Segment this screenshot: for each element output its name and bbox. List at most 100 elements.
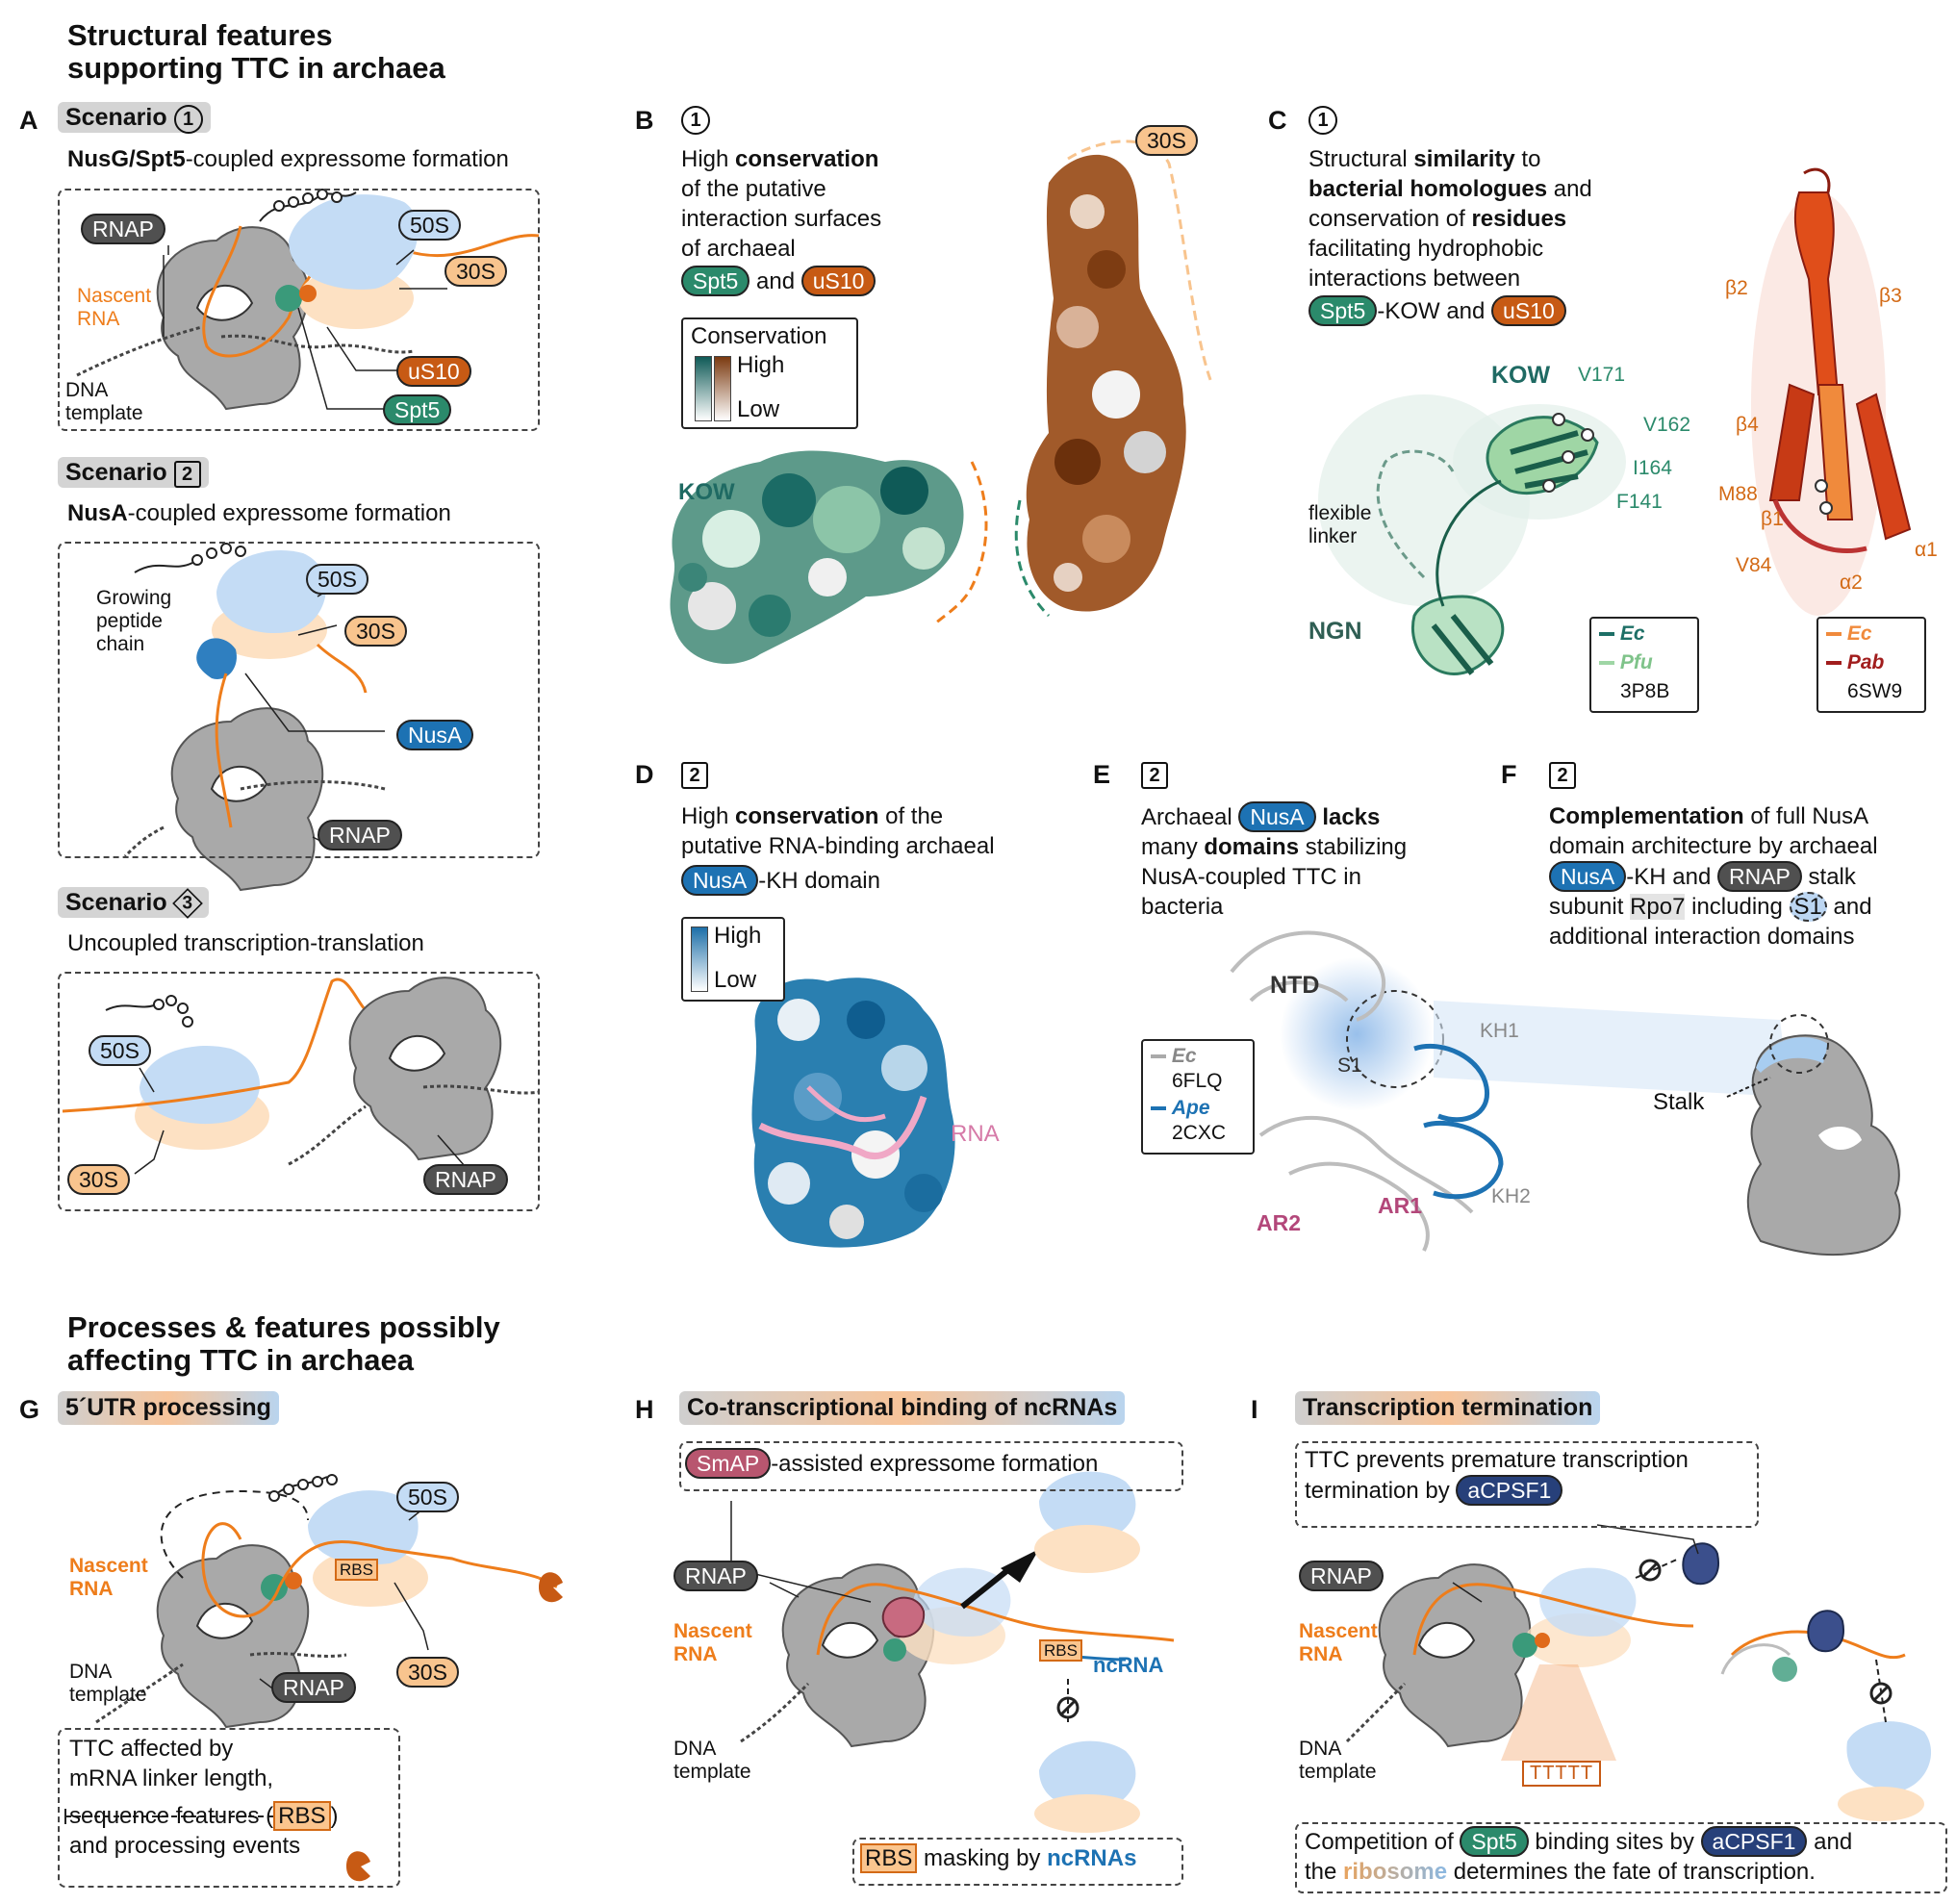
text-bold: conservation [735, 146, 879, 172]
panel-letter-b: B [635, 106, 654, 135]
ntd-label: NTD [1270, 972, 1320, 999]
50s-label: 50S [398, 210, 461, 241]
text-line: additional interaction domains [1549, 924, 1855, 950]
kow-surface [670, 450, 964, 664]
scenario-badge: Scenario 3 [58, 887, 209, 920]
legend-pdb-id: 3P8B [1620, 680, 1670, 702]
panel-i-top-box [1295, 1441, 1759, 1528]
text-line: of the putative [681, 176, 826, 202]
rbs-label: RBS [335, 1559, 378, 1581]
rnap-stalk-shape [1746, 1034, 1901, 1257]
bottom-title: Processes & features possibly affecting … [67, 1311, 500, 1377]
s1-label: S1 [1789, 892, 1827, 922]
scenario-3-title: Uncoupled transcription-translation [67, 930, 424, 956]
text-bold: Complementation [1549, 803, 1744, 829]
spt5-label: Spt5 [1460, 1826, 1529, 1857]
text-bold: domains [1204, 834, 1300, 860]
text-line: of archaeal [681, 236, 796, 262]
acpsf1-label: aCPSF1 [1700, 1826, 1808, 1857]
text-run: -KH domain [758, 868, 880, 894]
rna-word: RNA [1299, 1643, 1343, 1665]
beta2-label: β2 [1725, 277, 1748, 299]
kh1-label: KH1 [1480, 1020, 1519, 1042]
us10-label: uS10 [396, 356, 471, 387]
panel-h-bottom-text: RBS masking by ncRNAs [860, 1843, 1136, 1873]
panel-g-header: 5´UTR processing [58, 1391, 279, 1425]
rbs-tag: RBS [1039, 1639, 1082, 1662]
rbs-label: RBS [273, 1801, 331, 1831]
dna-word: DNA [69, 1661, 113, 1683]
panel-c-legend-1: Ec Pfu 3P8B [1589, 617, 1699, 713]
rbs-label: RBS [860, 1843, 918, 1873]
alpha1-label: α1 [1915, 539, 1938, 561]
beta4-label: β4 [1736, 414, 1759, 436]
scenario-1-title-rest: -coupled expressome formation [185, 146, 509, 172]
text-run: Structural [1308, 146, 1414, 172]
nusa-ec-ribbon [1230, 930, 1474, 1252]
text-run: masking by [917, 1845, 1048, 1871]
text-run: High [681, 146, 736, 172]
panel-f-text: Complementation of full NusA domain arch… [1549, 801, 1878, 952]
stalk-label: Stalk [1653, 1089, 1705, 1115]
text-run: Archaeal [1141, 804, 1239, 830]
panel-letter-h: H [635, 1395, 654, 1424]
rnap-label: RNAP [673, 1561, 758, 1591]
panel-letter-g: G [19, 1395, 40, 1424]
template-word: template [65, 402, 143, 424]
top-title-line: Structural features [67, 18, 333, 52]
50s-label: 50S [89, 1035, 151, 1066]
scenario-3-box [58, 972, 540, 1211]
legend-ec: Ec [1619, 622, 1645, 645]
nusa-label: NusA [1549, 861, 1627, 892]
scenario-number: 1 [681, 106, 710, 135]
ribosome-word: ribosome [1343, 1859, 1448, 1885]
scenario-2-title-rest: -coupled expressome formation [127, 500, 451, 526]
text-run: -KH and [1626, 864, 1717, 890]
rna-word: RNA [77, 308, 120, 330]
dna-strand [220, 334, 415, 354]
text-run: and [749, 268, 801, 294]
nusa-kh-surface [751, 977, 955, 1248]
us10-surface [1026, 154, 1186, 612]
30s-label: 30S [1135, 125, 1198, 156]
panel-g-box [58, 1728, 400, 1888]
legend-high: High [737, 352, 785, 378]
scenario-3-header: Scenario 3 [58, 887, 209, 920]
text-run: binding sites by [1528, 1829, 1701, 1855]
30s-label: 30S [344, 616, 407, 647]
rna-word: RNA [69, 1578, 114, 1600]
spt5-label: Spt5 [1308, 295, 1378, 326]
30s-label: 30S [67, 1164, 130, 1195]
legend-swatch [1151, 1054, 1166, 1059]
rnap-label: RNAP [81, 214, 165, 244]
rnap-label: RNAP [318, 820, 402, 850]
panel-c-text: Structural similarity to bacterial homol… [1308, 144, 1592, 326]
text-line: bacteria [1141, 894, 1224, 920]
dna-strand [76, 325, 203, 377]
50s-label: 50S [306, 564, 368, 595]
residue-f141: F141 [1616, 491, 1663, 513]
growing-word: Growing [96, 587, 172, 609]
text-run: conservation of [1308, 206, 1472, 232]
top-title: Structural features supporting TTC in ar… [67, 19, 445, 85]
nusa-blob [196, 638, 237, 679]
text-line: interaction surfaces [681, 206, 882, 232]
us10-label: uS10 [1491, 295, 1566, 326]
text-run: to [1514, 146, 1541, 172]
text-line: interactions between [1308, 266, 1521, 292]
scenario-number: 2 [1549, 762, 1576, 789]
panel-b-text: High conservation of the putative intera… [681, 144, 881, 296]
legend-high: High [714, 923, 762, 949]
scenario-number: 2 [681, 762, 708, 789]
nascent-word: Nascent [1299, 1620, 1378, 1642]
ar1-label: AR1 [1378, 1193, 1423, 1218]
bottom-title-line: Processes & features possibly [67, 1310, 500, 1344]
scenario-2-box [58, 542, 540, 858]
terminator-ttttt: TTTTT [1522, 1761, 1602, 1787]
text-run: including [1685, 894, 1790, 920]
